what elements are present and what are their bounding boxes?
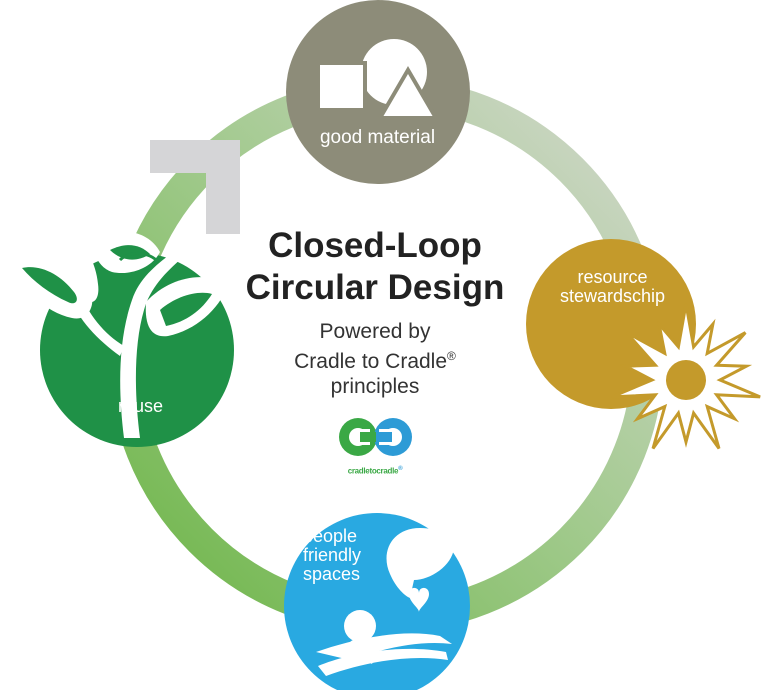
corner-mark-icon [150, 140, 240, 234]
cradle-to-cradle-logo [339, 418, 412, 456]
subtitle-line2: Cradle to Cradle® [250, 344, 500, 374]
subtitle-line3: principles [330, 375, 420, 398]
sun-disc [666, 360, 706, 400]
logo-text: cradletocradle [347, 466, 399, 476]
resource-stewardship-label-line1: resource [577, 267, 648, 287]
people-heart-icon [316, 528, 455, 676]
resource-stewardship-label: resource stewardschip [545, 268, 680, 306]
shapes-icon [316, 39, 440, 120]
sun-icon [611, 303, 761, 450]
subtitle-line1: Powered by [319, 320, 431, 343]
people-friendly-label-line3: spaces [303, 563, 361, 584]
resource-stewardship-label-line2: stewardschip [559, 285, 666, 306]
reuse-label: reuse [118, 396, 164, 416]
logo-wordmark: cradletocradle® [325, 466, 425, 476]
registered-mark: ® [447, 349, 456, 363]
people-friendly-label: people friendly spaces [303, 527, 393, 584]
people-friendly-label-line1: people [303, 526, 358, 546]
diagram-title: Closed-Loop Circular Design [225, 225, 525, 309]
diagram-subtitle: Powered by Cradle to Cradle® principles [250, 319, 500, 399]
leaf-icon [12, 231, 228, 438]
good-material-label: good material [319, 127, 436, 148]
title-line2: Circular Design [245, 268, 505, 307]
title-line1: Closed-Loop [268, 226, 482, 265]
logo-registered-mark: ® [398, 466, 403, 472]
subtitle-line2-text: Cradle to Cradle [294, 350, 448, 373]
people-friendly-label-line2: friendly [303, 544, 362, 565]
